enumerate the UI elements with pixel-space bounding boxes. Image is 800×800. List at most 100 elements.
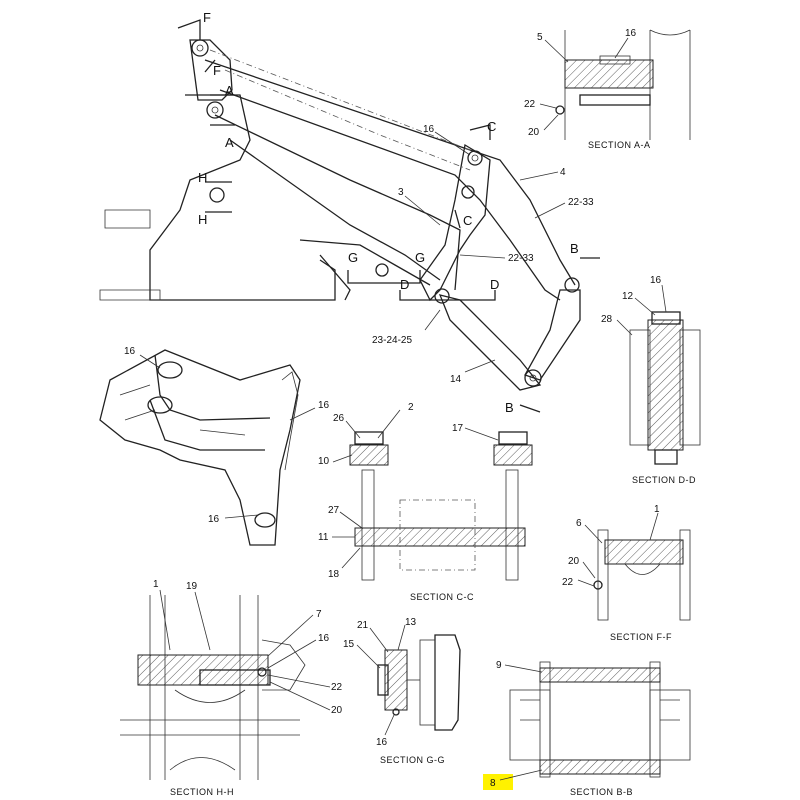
- callout-22-33b: 22-33: [508, 253, 534, 264]
- bucket-link: [524, 289, 581, 381]
- label-g-left: G: [348, 250, 358, 265]
- label-d-right: D: [490, 277, 499, 292]
- cc-leader-27: [339, 511, 363, 529]
- callout-23-24-25: 23-24-25: [372, 335, 412, 346]
- cc-left-cap: [354, 431, 384, 445]
- cc-leader-18: [341, 547, 361, 569]
- cc-callout-27: 27: [328, 505, 340, 516]
- ff-callout-6: 6: [576, 518, 582, 529]
- arrow-c-top: [469, 124, 491, 140]
- dd-leader-28: [616, 319, 633, 336]
- ff-callout-1: 1: [654, 504, 660, 515]
- hh-callout-19: 19: [186, 581, 198, 592]
- bb-callout-9: 9: [496, 660, 502, 671]
- leader-14: [464, 359, 496, 373]
- callout-4: 4: [560, 167, 566, 178]
- hh-horizontal-lines: [120, 719, 300, 736]
- aa-bolt: [555, 105, 565, 115]
- phantom-line-1: [209, 49, 471, 151]
- ff-leader-22: [577, 579, 595, 587]
- hh-bolt: [257, 667, 267, 677]
- tilt-link: [214, 114, 461, 291]
- hh-leader-19: [194, 591, 211, 651]
- hh-title: SECTION H-H: [170, 787, 234, 797]
- lift-arm-upper-edge: [204, 59, 576, 286]
- callout-14: 14: [450, 374, 462, 385]
- aa-callout-16: 16: [625, 28, 637, 39]
- arrow-f-top: [177, 19, 201, 40]
- label-c-low: C: [463, 213, 472, 228]
- cc-main-pin: [354, 527, 526, 547]
- aa-callout-22: 22: [524, 99, 536, 110]
- pin-h: [209, 187, 225, 203]
- cc-callout-26: 26: [333, 413, 345, 424]
- label-g-right: G: [415, 250, 425, 265]
- leader-23-24-25: [424, 309, 441, 331]
- dd-left-plate: [629, 329, 651, 446]
- ff-bolt: [593, 580, 603, 590]
- label-f-low: F: [213, 63, 221, 78]
- gg-leader-16: [384, 714, 395, 736]
- arrow-d: [399, 290, 496, 301]
- iso-view: 16 16 16: [99, 346, 330, 546]
- leader-3: [404, 195, 441, 226]
- frame-outline: [149, 94, 336, 301]
- section-gg: 21 13 15 16 SECTION G-G: [343, 617, 461, 765]
- bb-top-pin: [539, 667, 661, 683]
- iso-callout-16a: 16: [124, 346, 136, 357]
- label-d-left: D: [400, 277, 409, 292]
- ff-left-plate: [597, 529, 609, 621]
- hh-bottom-arc: [169, 757, 236, 771]
- hh-leader-16: [267, 639, 317, 669]
- label-h-low: H: [198, 212, 207, 227]
- hh-leader-7: [267, 614, 314, 657]
- hh-retainer: [199, 669, 271, 686]
- link-14: [438, 294, 542, 391]
- iso-leader-16b: [289, 407, 316, 421]
- ff-callout-22: 22: [562, 577, 574, 588]
- hh-callout-20: 20: [331, 705, 343, 716]
- callout-22-33a: 22-33: [568, 197, 594, 208]
- bb-right-plate: [649, 661, 661, 778]
- arrow-c-low: [454, 209, 461, 229]
- bb-right-block: [649, 689, 691, 761]
- arrow-g: [347, 270, 421, 284]
- aa-leader-16: [614, 37, 629, 59]
- aa-leader-22: [539, 103, 557, 109]
- ff-right-plate: [679, 529, 691, 621]
- dd-pin-section: [647, 319, 684, 451]
- section-hh: 1 19 7 16 22 20 SECTION H-H: [120, 579, 343, 797]
- ff-leader-6: [584, 524, 603, 544]
- pin-d: [434, 288, 450, 304]
- cc-callout-11: 11: [318, 532, 329, 543]
- pin-b-center: [529, 374, 537, 382]
- aa-callout-20: 20: [528, 127, 540, 138]
- cc-callout-18: 18: [328, 569, 340, 580]
- cc-leader-2: [377, 409, 401, 439]
- bb-callout-8: 8: [490, 778, 496, 789]
- leader-16: [434, 131, 471, 156]
- ff-leader-1: [649, 512, 659, 541]
- iso-callout-16b: 16: [318, 400, 330, 411]
- dd-bottom-cap: [654, 449, 678, 465]
- hh-lower-arc: [174, 689, 246, 703]
- pin-a: [206, 101, 224, 119]
- callout-3: 3: [398, 187, 404, 198]
- bb-left-block: [509, 689, 551, 761]
- pin-c: [461, 185, 475, 199]
- aa-callout-5: 5: [537, 32, 543, 43]
- hh-callout-7: 7: [316, 609, 322, 620]
- iso-detail-lines: [119, 384, 246, 436]
- arrow-b-low: [519, 404, 541, 413]
- pin-c-center: [471, 154, 479, 162]
- section-ff: 6 1 20 22 SECTION F-F: [562, 504, 691, 642]
- leader-4: [519, 171, 559, 181]
- lower-bracket: [319, 254, 351, 301]
- iso-callout-16c: 16: [208, 514, 220, 525]
- aa-leader-5: [544, 39, 569, 63]
- cc-right-bearing: [493, 444, 533, 466]
- section-cc: 2 26 10 17 27 11 18 SECTION C-C: [318, 402, 533, 602]
- gg-plate: [419, 639, 436, 726]
